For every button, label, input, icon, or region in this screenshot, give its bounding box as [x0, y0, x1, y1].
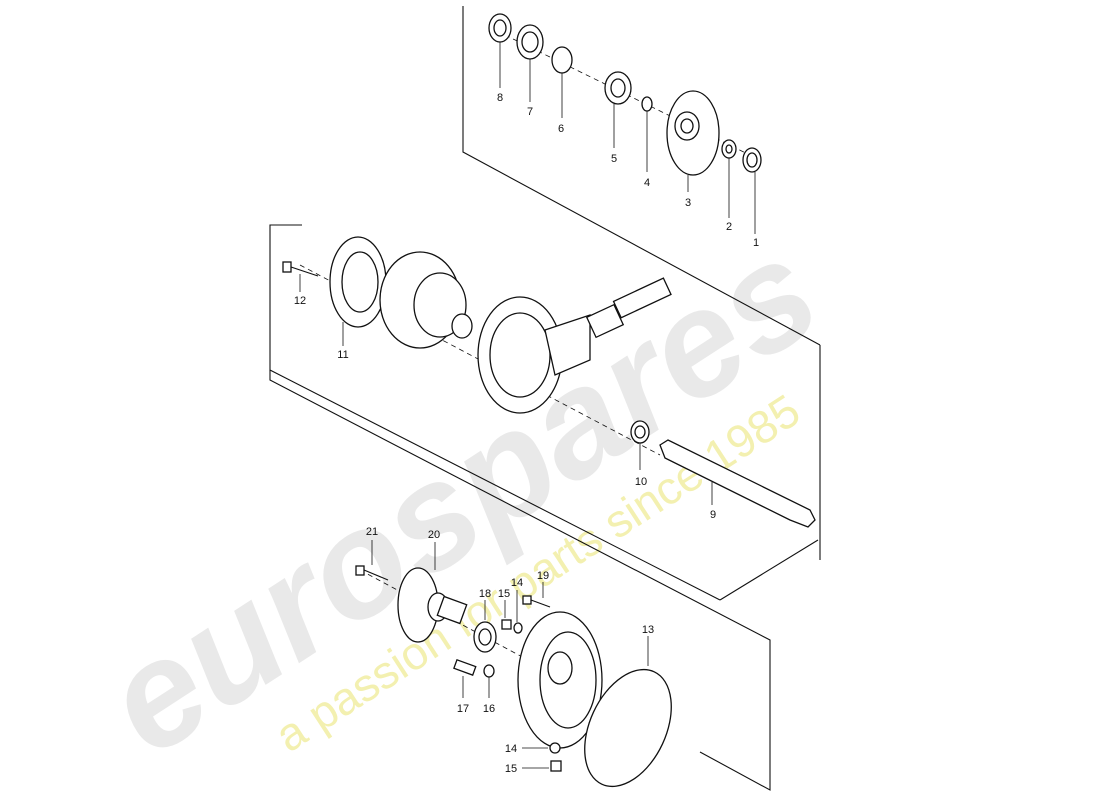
part-15-plug-upper	[501, 600, 512, 630]
part-4-o-ring	[641, 96, 653, 172]
part-8-seal	[488, 13, 512, 88]
part-3-flange-cover	[666, 90, 720, 192]
part-5-seal	[604, 71, 632, 148]
callout-13: 13	[642, 624, 654, 636]
part-14-washer-lower	[522, 742, 561, 754]
part-13-o-ring	[584, 636, 672, 788]
part-1-ring	[742, 147, 762, 234]
callout-12: 12	[294, 295, 306, 307]
callout-7: 7	[527, 106, 533, 118]
callout-17: 17	[457, 703, 469, 715]
part-ring-gear-pinion	[477, 277, 672, 414]
group-frame-top	[462, 6, 821, 346]
callout-14-lower: 14	[505, 743, 517, 755]
callout-21: 21	[366, 526, 378, 538]
callout-9: 9	[710, 509, 716, 521]
part-20-flange	[397, 542, 468, 643]
callout-11: 11	[337, 349, 348, 361]
callout-6: 6	[558, 123, 564, 135]
part-6-circlip	[551, 46, 573, 118]
part-18-seal	[473, 600, 497, 653]
callout-5: 5	[611, 153, 617, 165]
callout-1: 1	[753, 237, 759, 249]
axis-top	[504, 34, 761, 161]
part-19-bolt	[522, 582, 551, 608]
callout-4: 4	[644, 177, 650, 189]
callout-20: 20	[428, 529, 440, 541]
part-7-bearing	[516, 24, 544, 102]
callout-10: 10	[635, 476, 647, 488]
callout-19: 19	[537, 570, 549, 582]
callout-16: 16	[483, 703, 495, 715]
callout-3: 3	[685, 197, 691, 209]
part-15-plug-lower	[522, 760, 562, 772]
callout-14-upper: 14	[511, 577, 523, 589]
part-2-nut	[721, 139, 737, 218]
part-16-washer	[483, 664, 495, 698]
watermark: eurospares a passion for parts since 198…	[76, 205, 846, 786]
part-differential-housing	[379, 251, 473, 349]
callout-2: 2	[726, 221, 732, 233]
part-17-sensor	[453, 658, 477, 698]
callout-labels: 8 7 6 5 4 3 2 1 12 11 10 9 21 20 14 19 1…	[294, 92, 759, 775]
group-frame-bottom	[269, 370, 771, 791]
part-final-drive-cover	[517, 611, 603, 749]
part-9-shaft	[659, 439, 816, 528]
callout-15-upper: 15	[498, 588, 510, 600]
part-21-bolt	[355, 540, 389, 581]
group-frame-middle	[269, 224, 821, 601]
part-12-bolt	[282, 261, 319, 292]
part-10-shim	[630, 420, 650, 470]
callout-8: 8	[497, 92, 503, 104]
callout-15-lower: 15	[505, 763, 517, 775]
part-11-lock-plate	[329, 236, 387, 346]
part-14-washer-upper	[513, 590, 523, 634]
callout-18: 18	[479, 588, 491, 600]
